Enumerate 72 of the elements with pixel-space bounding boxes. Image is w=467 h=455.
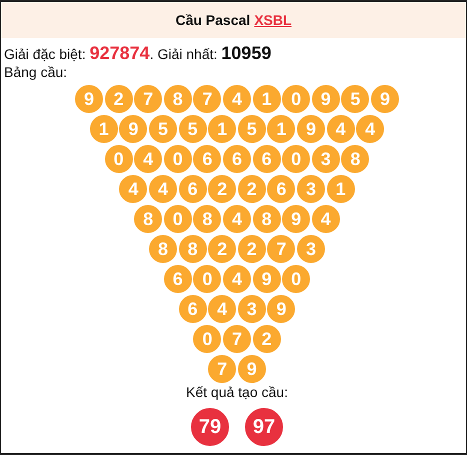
digit-ball: 4: [310, 204, 341, 234]
digit-ball: 4: [326, 114, 356, 144]
digit-ball: 9: [266, 294, 296, 324]
digit-ball: 0: [281, 84, 312, 114]
digit-ball: 7: [133, 84, 164, 114]
board-heading: Bảng cầu:: [4, 64, 68, 81]
digit-ball: 8: [192, 204, 222, 234]
digit-ball: 2: [236, 174, 267, 204]
digit-ball: 4: [355, 114, 386, 144]
digit-ball: 2: [104, 84, 134, 114]
prize-text: Giải đặc biệt: 927874. Giải nhất: 10959: [4, 45, 272, 63]
digit-ball: 3: [310, 144, 341, 174]
digit-ball: 9: [296, 114, 326, 144]
digit-ball: 9: [252, 264, 282, 294]
digit-ball: 9: [310, 84, 341, 114]
digit-ball: 9: [370, 84, 400, 114]
digit-ball: 6: [266, 174, 296, 204]
title: Cầu Pascal: [175, 11, 250, 29]
digit-ball: 1: [266, 114, 296, 144]
result-heading: Kết quả tạo cầu:: [186, 384, 288, 401]
digit-ball: 7: [192, 84, 222, 114]
digit-ball: 1: [326, 174, 356, 204]
digit-ball: 9: [236, 354, 267, 384]
digit-ball: 7: [207, 354, 238, 384]
digit-ball: 7: [266, 234, 296, 264]
digit-ball: 3: [236, 294, 267, 324]
digit-ball: 6: [178, 294, 208, 324]
digit-ball: 4: [148, 174, 178, 204]
digit-ball: 8: [148, 234, 178, 264]
digit-ball: 1: [252, 84, 282, 114]
digit-ball: 9: [281, 204, 312, 234]
digit-ball: 5: [148, 114, 178, 144]
digit-ball: 0: [281, 264, 312, 294]
digit-ball: 6: [192, 144, 222, 174]
digit-ball: 7: [222, 324, 252, 354]
digit-ball: 0: [192, 264, 222, 294]
digit-ball: 1: [207, 114, 238, 144]
digit-ball: 4: [222, 264, 252, 294]
digit-ball: 0: [104, 144, 134, 174]
digit-ball: 8: [178, 234, 208, 264]
digit-ball: 4: [118, 174, 148, 204]
digit-ball: 3: [296, 234, 326, 264]
digit-ball: 4: [207, 294, 238, 324]
header-link: XSBL: [254, 11, 292, 29]
digit-ball: 8: [340, 144, 370, 174]
digit-ball: 3: [296, 174, 326, 204]
digit-ball: 9: [74, 84, 104, 114]
result-ball: 79: [190, 407, 230, 447]
digit-ball: 5: [178, 114, 208, 144]
digit-ball: 6: [252, 144, 282, 174]
digit-ball: 0: [192, 324, 222, 354]
digit-ball: 2: [236, 234, 267, 264]
digit-ball: 2: [207, 234, 238, 264]
digit-ball: 4: [222, 84, 252, 114]
digit-ball: 6: [222, 144, 252, 174]
digit-ball: 9: [118, 114, 148, 144]
digit-ball: 0: [281, 144, 312, 174]
digit-ball: 8: [252, 204, 282, 234]
digit-ball: 4: [133, 144, 164, 174]
digit-ball: 2: [207, 174, 238, 204]
digit-ball: 1: [88, 114, 119, 144]
digit-ball: 6: [162, 264, 193, 294]
digit-ball: 0: [162, 204, 193, 234]
digit-ball: 5: [340, 84, 370, 114]
digit-ball: 5: [236, 114, 267, 144]
digit-ball: 4: [222, 204, 252, 234]
digit-ball: 8: [133, 204, 164, 234]
digit-ball: 6: [178, 174, 208, 204]
digit-ball: 2: [252, 324, 282, 354]
digit-ball: 0: [162, 144, 193, 174]
result-ball: 97: [244, 407, 284, 447]
digit-ball: 8: [162, 84, 193, 114]
